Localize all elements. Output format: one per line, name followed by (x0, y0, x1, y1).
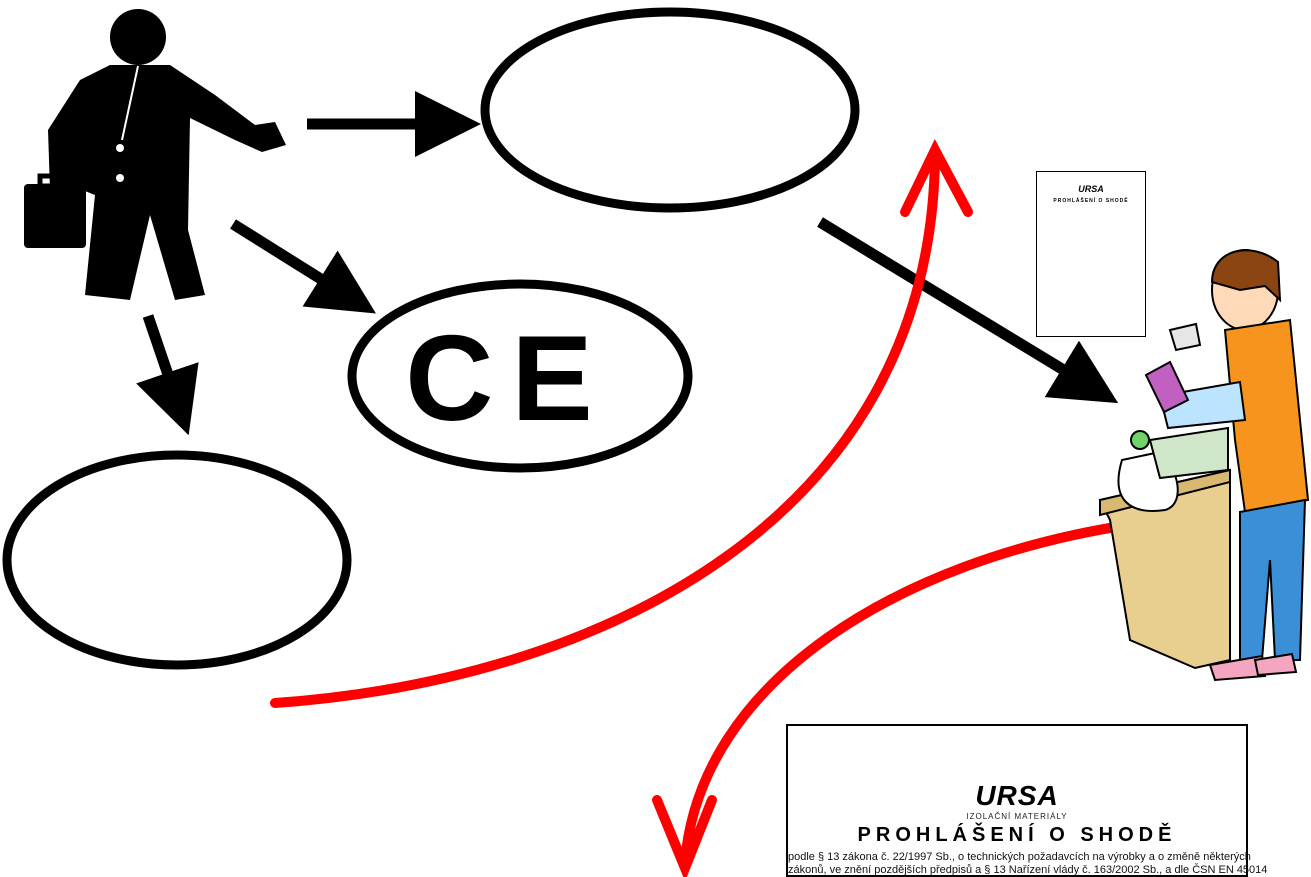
bottom-left-ellipse (2, 450, 352, 670)
ce-mark: CE (405, 310, 610, 446)
top-ellipse (480, 7, 860, 213)
declaration-title: PROHLÁŠENÍ O SHODĚ (857, 824, 1177, 846)
ursa-logo-subtitle: IZOLAČNÍ MATERIÁLY (966, 812, 1068, 821)
red-arrow-down (652, 520, 1133, 877)
declaration-document-large: URSA IZOLAČNÍ MATERIÁLY PROHLÁŠENÍ O SHO… (786, 724, 1268, 877)
ce-ellipse (347, 279, 693, 473)
red-arrow-up (270, 138, 973, 708)
ursa-logo-small: URSA (1078, 184, 1104, 194)
businessman-icon (24, 9, 286, 300)
declaration-text-line-2: zákonů, ve znění pozdějších předpisů a §… (788, 864, 1268, 876)
declaration-title-small: PROHLÁŠENÍ O SHODĚ (1053, 198, 1129, 204)
declaration-text-line-1: podle § 13 zákona č. 22/1997 Sb., o tech… (788, 851, 1251, 863)
arrow-to-shop (817, 217, 1119, 404)
shopper-illustration (1144, 249, 1310, 682)
shop-counter-illustration (1098, 426, 1231, 670)
arrow-to-ce-ellipse (230, 219, 376, 314)
arrow-to-bottom-ellipse (136, 314, 199, 436)
ursa-logo: URSA (975, 780, 1059, 811)
declaration-document-small: URSA PROHLÁŠENÍ O SHODĚ (1036, 171, 1146, 337)
